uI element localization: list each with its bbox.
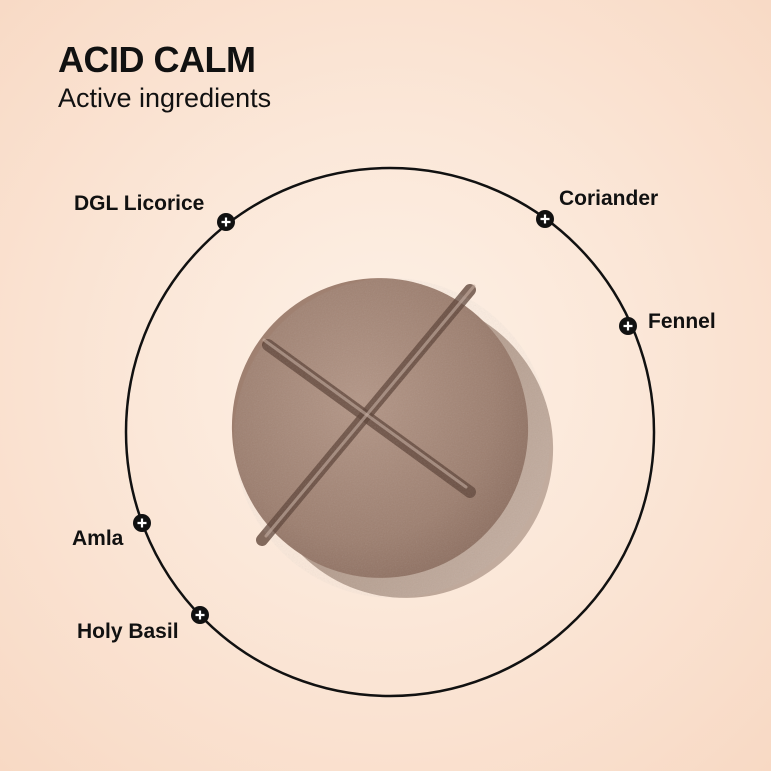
page-title: ACID CALM	[58, 39, 256, 80]
marker-dgl-licorice[interactable]	[217, 213, 235, 231]
label-coriander[interactable]: Coriander	[559, 187, 659, 210]
orbit-ring	[124, 166, 656, 698]
label-amla[interactable]: Amla	[72, 527, 124, 550]
marker-holy-basil[interactable]	[191, 606, 209, 624]
plus-icon	[137, 518, 147, 528]
plus-icon	[540, 214, 550, 224]
marker-amla[interactable]	[133, 514, 151, 532]
marker-coriander[interactable]	[536, 210, 554, 228]
label-fennel[interactable]: Fennel	[648, 310, 716, 333]
plus-icon	[195, 610, 205, 620]
plus-icon	[623, 321, 633, 331]
label-holy-basil[interactable]: Holy Basil	[77, 620, 179, 643]
plus-icon	[221, 217, 231, 227]
header: ACID CALM Active ingredients	[58, 40, 271, 114]
page-subtitle: Active ingredients	[58, 83, 272, 113]
label-dgl-licorice[interactable]: DGL Licorice	[74, 192, 205, 215]
tablet-image	[231, 278, 554, 598]
marker-fennel[interactable]	[619, 317, 637, 335]
